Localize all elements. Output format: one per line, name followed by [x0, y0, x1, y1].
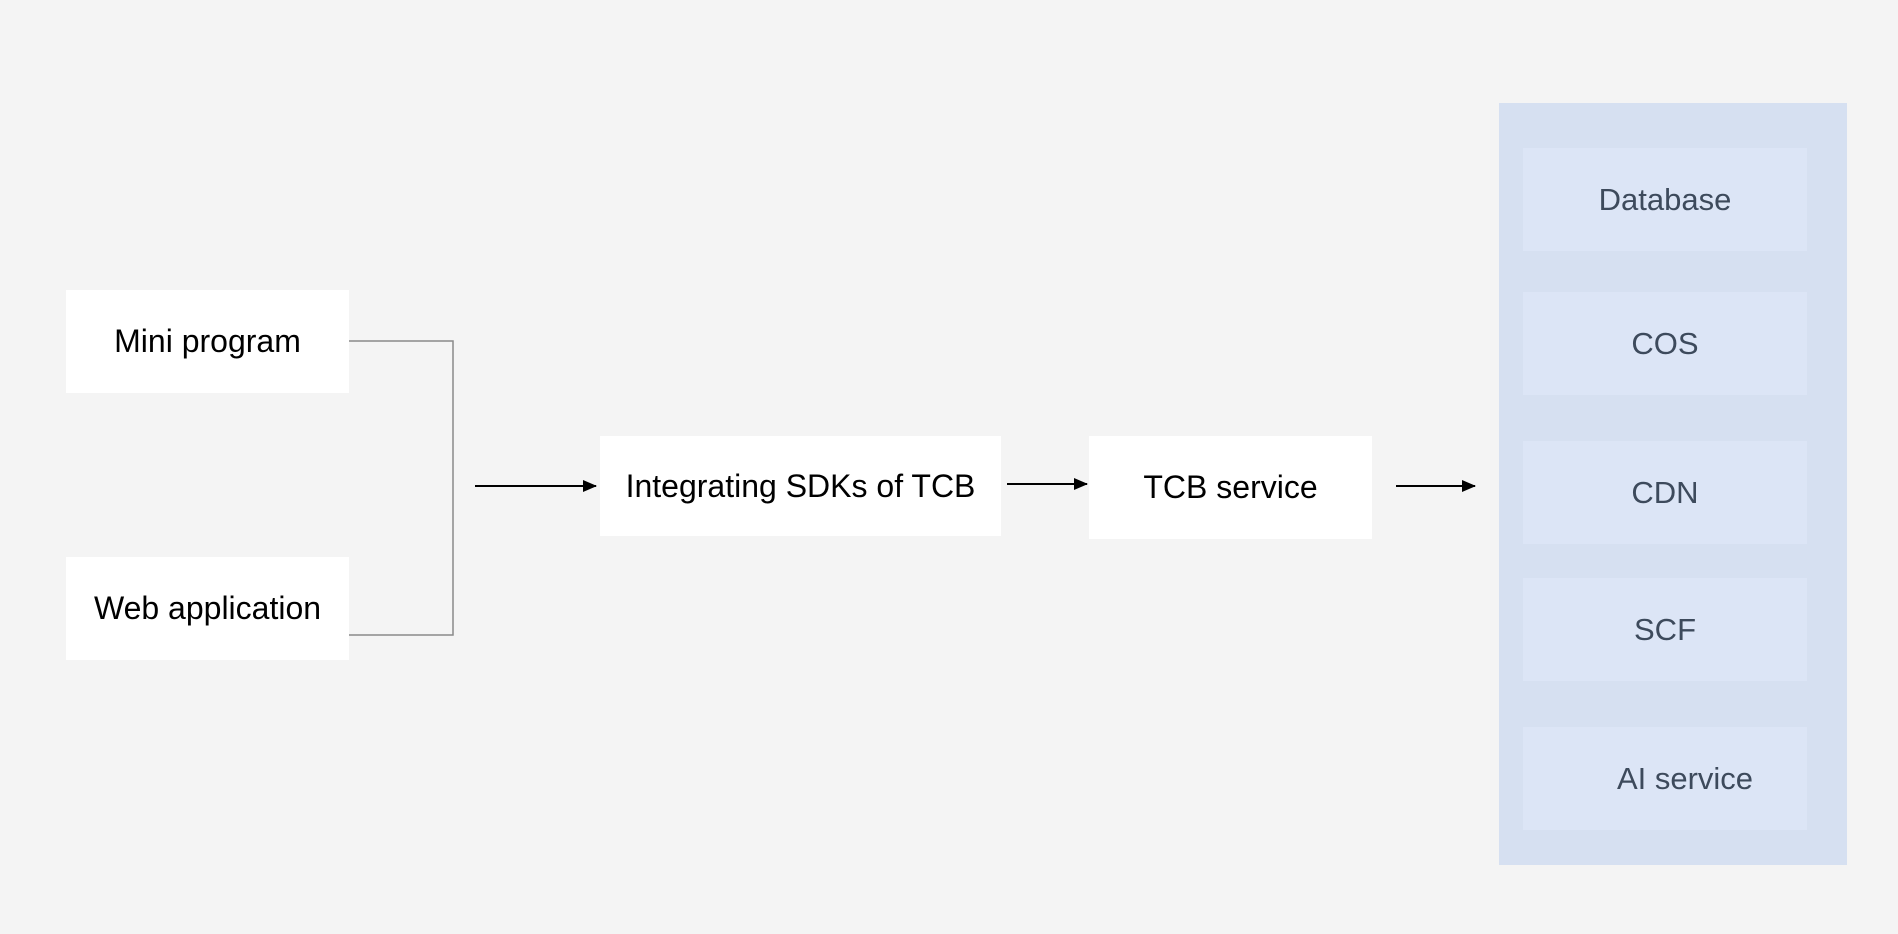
service-label: CDN [1631, 474, 1699, 510]
tcb-service-label: TCB service [1143, 469, 1318, 505]
sdk-box: Integrating SDKs of TCB [600, 436, 1001, 536]
service-cdn: CDN [1523, 441, 1807, 544]
service-cos: COS [1523, 292, 1807, 395]
service-label: AI service [1616, 760, 1754, 796]
service-label: Database [1598, 181, 1732, 217]
mini-program-label: Mini program [114, 323, 301, 359]
mini-program-box: Mini program [66, 290, 349, 393]
web-application-box: Web application [66, 557, 349, 660]
web-application-label: Web application [93, 590, 322, 626]
tcb-service-box: TCB service [1089, 436, 1372, 539]
service-ai: AI service [1523, 727, 1807, 830]
service-scf: SCF [1523, 578, 1807, 681]
merge-bracket [349, 340, 454, 636]
service-label: SCF [1634, 611, 1696, 647]
service-database: Database [1523, 148, 1807, 251]
service-label: COS [1631, 325, 1699, 361]
sdk-label: Integrating SDKs of TCB [625, 467, 976, 504]
